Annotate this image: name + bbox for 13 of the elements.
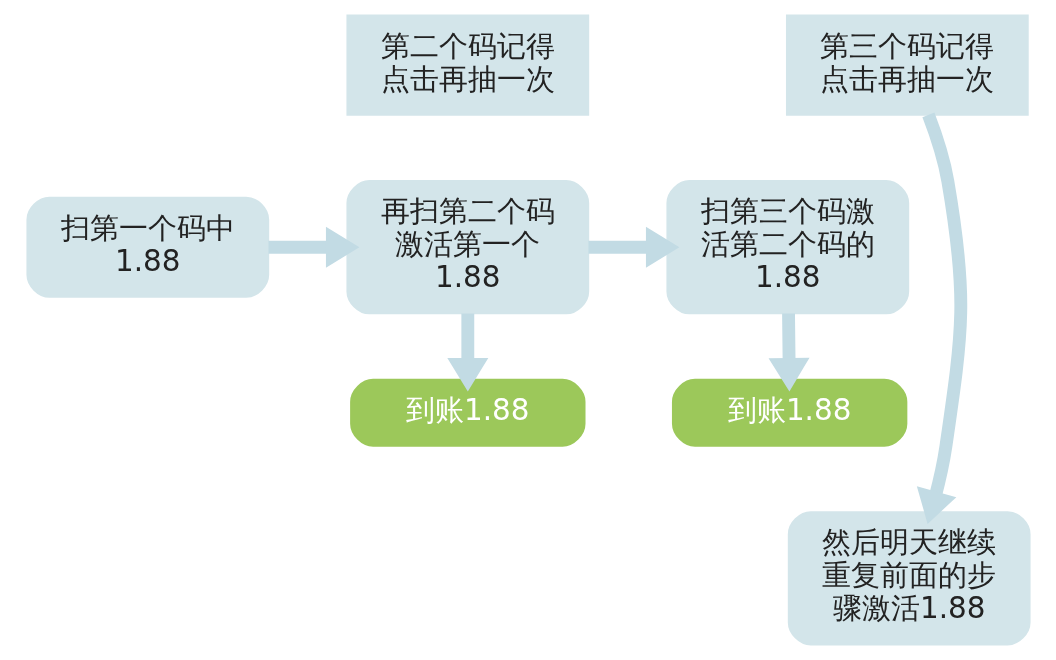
node-box: 到账1.88 [671, 378, 907, 447]
arrow [267, 226, 359, 268]
arrow [446, 313, 488, 392]
arrow [587, 226, 679, 268]
node-box: 再扫第二个码激活第一个1.88 [345, 180, 589, 315]
node-box: 然后明天继续重复前面的步骤激活1.88 [787, 511, 1031, 646]
node-box: 扫第一个码中1.88 [25, 196, 269, 298]
node-box: 第三个码记得点击再抽一次 [785, 14, 1029, 116]
arrow [916, 112, 967, 524]
arrow [768, 313, 810, 392]
node-box: 扫第三个码激活第二个码的1.88 [665, 180, 909, 315]
node-box: 到账1.88 [349, 378, 585, 447]
node-box: 第二个码记得点击再抽一次 [345, 14, 589, 116]
